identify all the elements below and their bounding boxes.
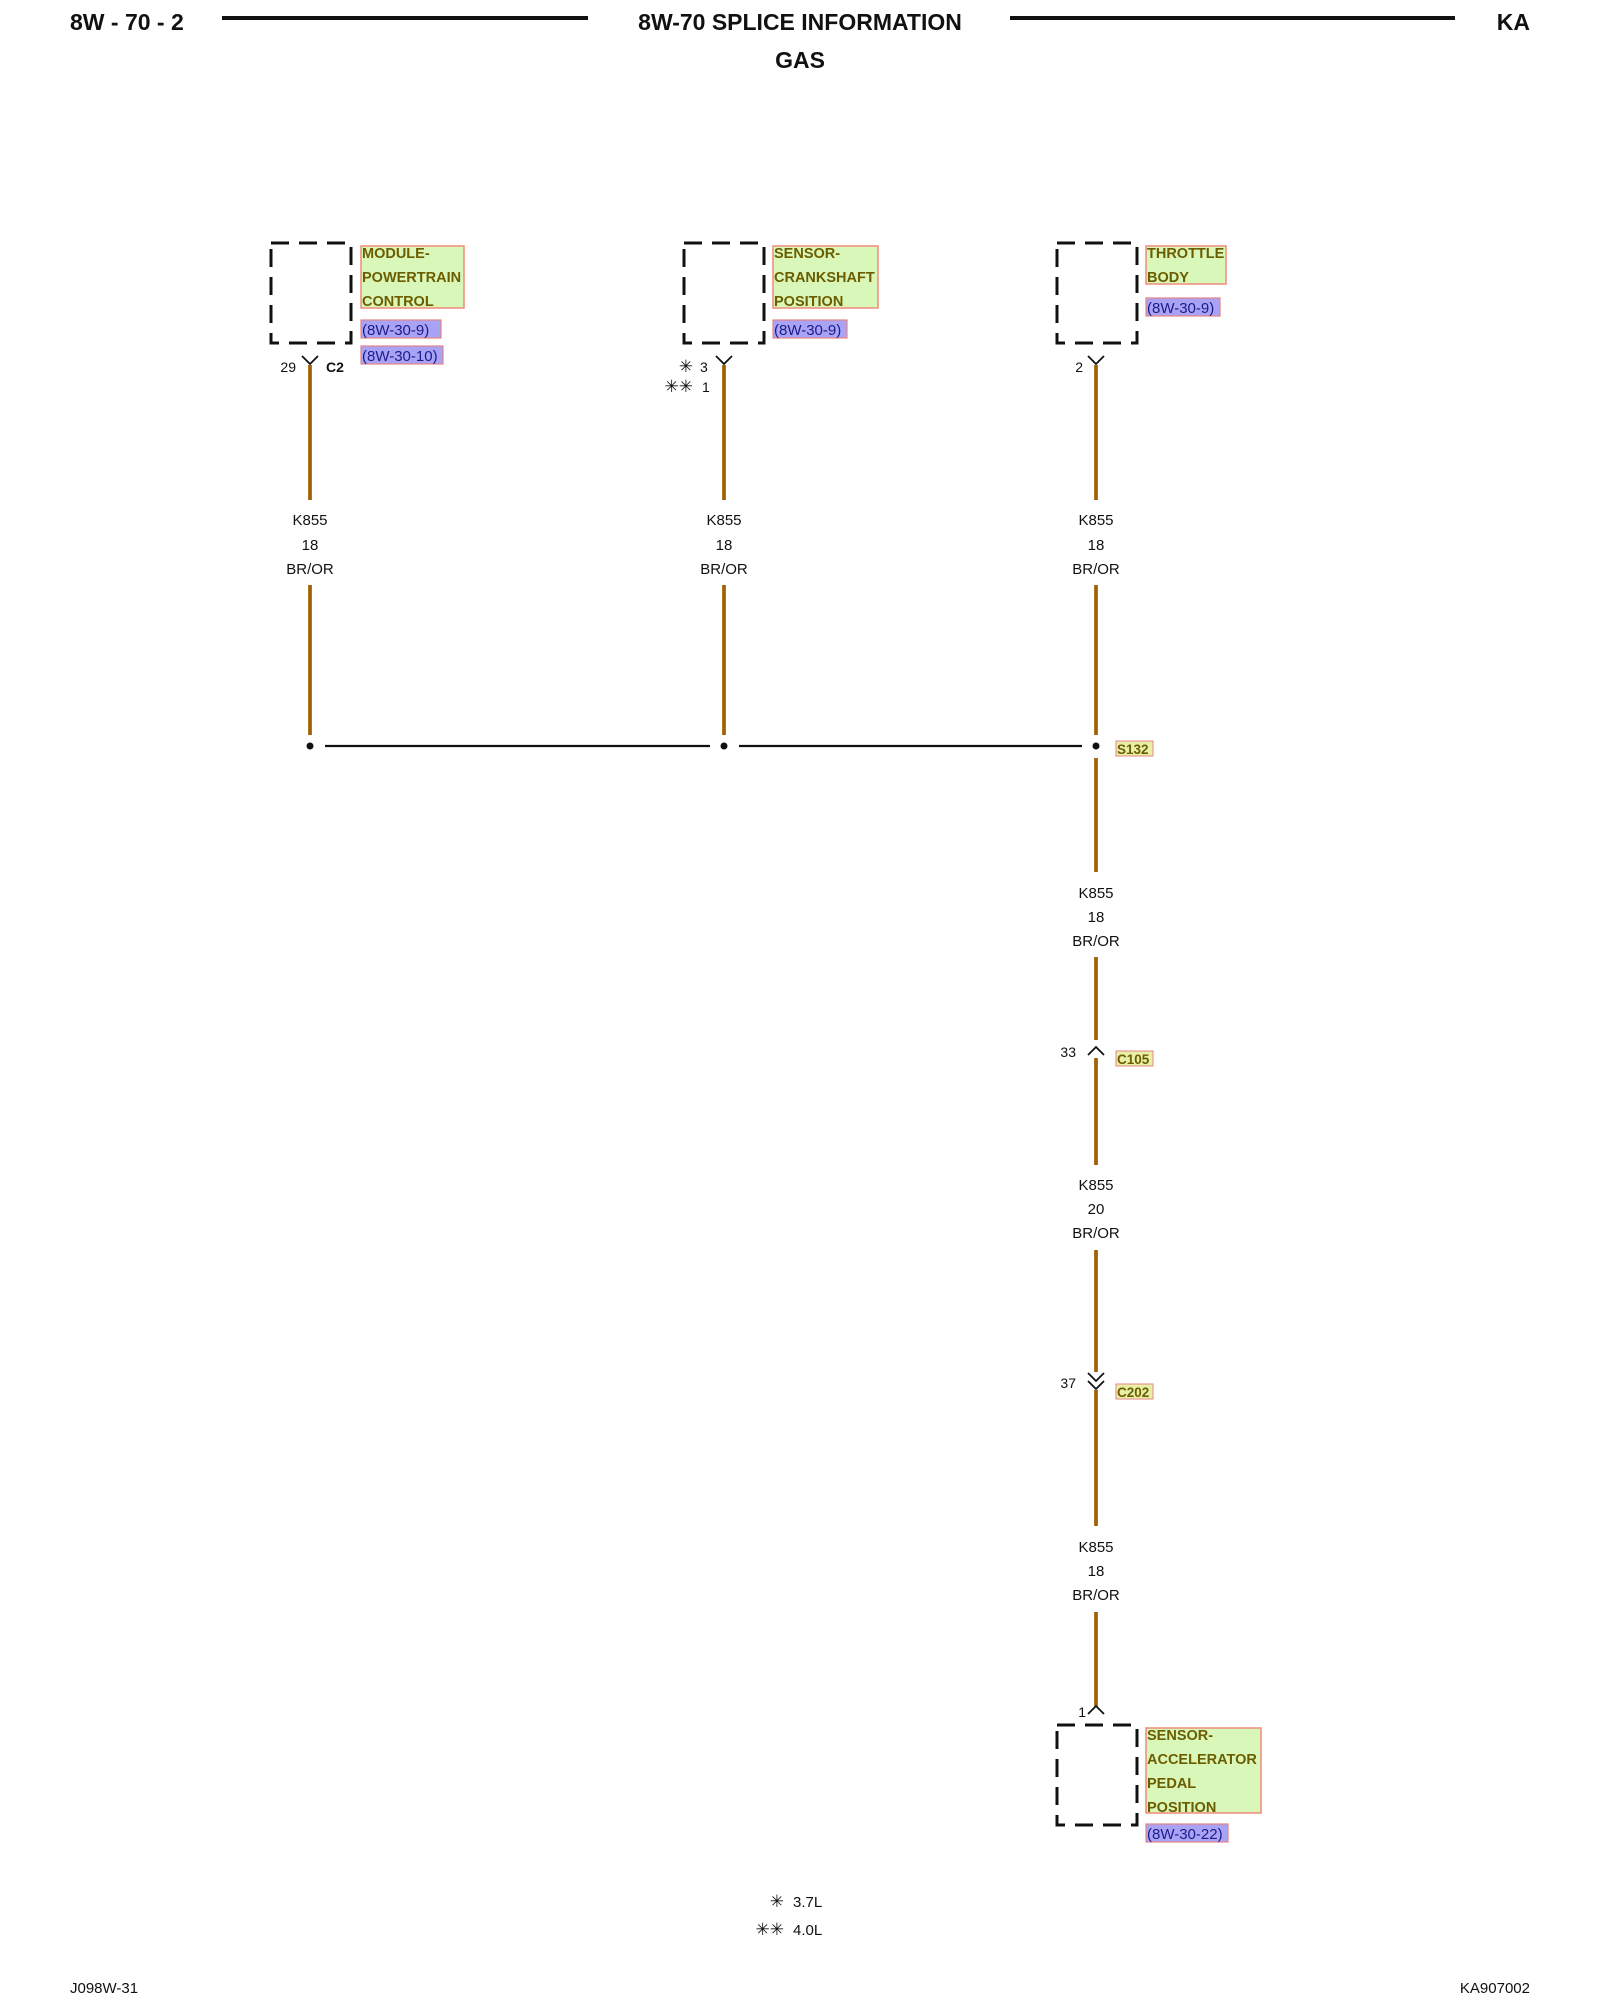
c105-symbol <box>1087 1045 1105 1056</box>
legend-mark-2: ✳✳ <box>756 1920 785 1940</box>
ckp-pin-a: 3 <box>700 359 708 375</box>
pcm-component[interactable]: MODULE- POWERTRAIN CONTROL (8W-30-9) (8W… <box>269 241 465 365</box>
wire-pcm-gauge: 18 <box>302 537 319 554</box>
wire-c202-color: BR/OR <box>1072 1587 1120 1604</box>
pcm-ref-box-1 <box>360 319 442 339</box>
wire-tb-gauge: 18 <box>1088 537 1105 554</box>
ckp-pin-b: 1 <box>702 379 710 395</box>
apps-ref-1[interactable]: (8W-30-22) <box>1147 1826 1223 1843</box>
page-subtitle: GAS <box>775 47 825 73</box>
tb-label-box <box>1145 245 1227 285</box>
footer-right: KA907002 <box>1460 1980 1530 1997</box>
ckp-connector-outline <box>682 241 766 345</box>
wire-ckp-circuit: K855 <box>706 512 741 529</box>
pcm-ref-2[interactable]: (8W-30-10) <box>362 348 438 365</box>
c202-pin: 37 <box>1060 1375 1076 1391</box>
legend-text-2: 4.0L <box>793 1922 822 1939</box>
wire-c105-circuit: K855 <box>1078 1177 1113 1194</box>
apps-name-line-2: ACCELERATOR <box>1147 1752 1257 1768</box>
model-code: KA <box>1497 9 1530 35</box>
wire-c105-gauge: 20 <box>1088 1201 1105 1218</box>
apps-name-line-4: POSITION <box>1147 1800 1216 1816</box>
throttle-body-component[interactable]: THROTTLE BODY (8W-30-9) <box>1055 241 1227 345</box>
ckp-label-box <box>772 245 879 309</box>
tb-ref-box-1 <box>1145 297 1221 317</box>
wire-pcm-color: BR/OR <box>286 561 334 578</box>
apps-pin-symbol <box>1087 1704 1105 1715</box>
wire-c202-circuit: K855 <box>1078 1539 1113 1556</box>
splice-tag-box <box>1115 740 1154 757</box>
splice-dot-tb <box>1092 742 1100 750</box>
wire-s132-gauge: 18 <box>1088 909 1105 926</box>
ckp-pin-symbol <box>715 355 733 366</box>
pcm-ref-box-2 <box>360 345 444 365</box>
tb-name-line-2: BODY <box>1147 270 1189 286</box>
pcm-ref-1[interactable]: (8W-30-9) <box>362 322 429 339</box>
wire-tb-circuit: K855 <box>1078 512 1113 529</box>
legend-mark-1: ✳ <box>770 1892 784 1912</box>
ckp-pin-a-mark: ✳ <box>679 357 693 377</box>
pcm-pin-number: 29 <box>280 359 296 375</box>
wire-s132-color: BR/OR <box>1072 933 1120 950</box>
wire-ckp-color: BR/OR <box>700 561 748 578</box>
apps-component[interactable]: SENSOR- ACCELERATOR PEDAL POSITION (8W-3… <box>1055 1723 1262 1843</box>
pcm-name-line-2: POWERTRAIN <box>362 270 461 286</box>
wire-tb-color: BR/OR <box>1072 561 1120 578</box>
splice-bus <box>306 742 1100 750</box>
wire-ckp: K855 18 BR/OR <box>700 365 748 735</box>
footer-left: J098W-31 <box>70 1980 138 1997</box>
c105-pin: 33 <box>1060 1044 1076 1060</box>
ckp-name-line-2: CRANKSHAFT <box>774 270 875 286</box>
page-code: 8W - 70 - 2 <box>70 9 184 35</box>
splice-dot-ckp <box>720 742 728 750</box>
tb-pin-number: 2 <box>1075 359 1083 375</box>
legend: ✳ 3.7L ✳✳ 4.0L <box>756 1892 823 1940</box>
ckp-ref-1[interactable]: (8W-30-9) <box>774 322 841 339</box>
wire-c105-color: BR/OR <box>1072 1225 1120 1242</box>
wire-c202-to-apps: K855 18 BR/OR <box>1072 1390 1120 1706</box>
c105-tag-box <box>1115 1050 1154 1067</box>
tb-connector-outline <box>1055 241 1139 345</box>
wire-pcm-circuit: K855 <box>292 512 327 529</box>
apps-name-line-3: PEDAL <box>1147 1776 1196 1792</box>
apps-ref-box-1 <box>1145 1823 1229 1843</box>
wire-c105-to-c202: K855 20 BR/OR <box>1072 1058 1120 1372</box>
wire-ckp-gauge: 18 <box>716 537 733 554</box>
tb-ref-1[interactable]: (8W-30-9) <box>1147 300 1214 317</box>
tb-pin-symbol <box>1087 355 1105 366</box>
wire-splice-to-c105: K855 18 BR/OR <box>1072 758 1120 1040</box>
pcm-name-line-1: MODULE- <box>362 246 430 262</box>
splice-dot-pcm <box>306 742 314 750</box>
tb-name-line-1: THROTTLE <box>1147 246 1225 262</box>
pcm-name-line-3: CONTROL <box>362 294 434 310</box>
c105-id[interactable]: C105 <box>1117 1052 1150 1067</box>
ckp-name-line-3: POSITION <box>774 294 843 310</box>
apps-name-line-1: SENSOR- <box>1147 1728 1213 1744</box>
wire-s132-circuit: K855 <box>1078 885 1113 902</box>
wire-tb: K855 18 BR/OR <box>1072 365 1120 735</box>
wire-c202-gauge: 18 <box>1088 1563 1105 1580</box>
apps-connector-outline <box>1055 1723 1139 1827</box>
ckp-ref-box-1 <box>772 319 848 339</box>
pcm-label-box <box>360 245 465 309</box>
pcm-connector-outline <box>269 241 353 345</box>
pcm-pin-symbol <box>301 355 319 366</box>
splice-id[interactable]: S132 <box>1117 742 1149 757</box>
ckp-component[interactable]: SENSOR- CRANKSHAFT POSITION (8W-30-9) <box>682 241 879 345</box>
ckp-name-line-1: SENSOR- <box>774 246 840 262</box>
wire-pcm: K855 18 BR/OR <box>286 365 334 735</box>
pcm-connector-id: C2 <box>326 359 344 375</box>
apps-label-box <box>1145 1727 1262 1814</box>
c202-id[interactable]: C202 <box>1117 1385 1149 1400</box>
page-title: 8W-70 SPLICE INFORMATION <box>638 9 962 35</box>
legend-text-1: 3.7L <box>793 1894 822 1911</box>
c202-tag-box <box>1115 1383 1154 1400</box>
apps-pin-number: 1 <box>1078 1704 1086 1720</box>
ckp-pin-b-mark: ✳✳ <box>665 377 694 397</box>
c202-symbol <box>1087 1372 1105 1391</box>
